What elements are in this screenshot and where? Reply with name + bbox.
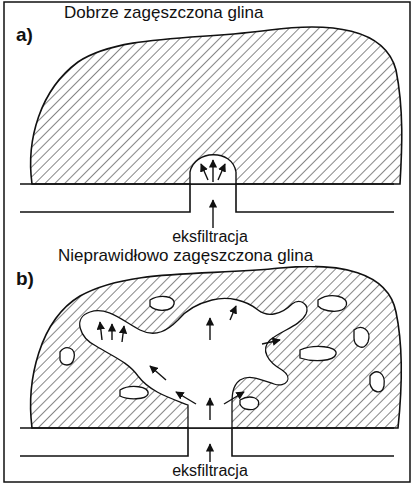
pipe-left — [20, 428, 188, 456]
pipe-left — [20, 184, 190, 212]
flow-arrows — [100, 306, 280, 470]
flow-label: eksfiltracja — [170, 462, 250, 480]
pipe-right — [236, 184, 394, 212]
flow-arrows — [201, 160, 225, 228]
panel-b — [20, 266, 402, 470]
pipe-right — [232, 428, 394, 456]
panel-a — [20, 27, 402, 228]
panel-letter: b) — [14, 268, 36, 290]
panel-letter: a) — [14, 24, 35, 46]
clay-mound — [31, 266, 402, 428]
clay-mound — [31, 27, 402, 184]
frame — [4, 2, 410, 482]
cracks-voids — [60, 296, 384, 428]
seepage-cavity — [190, 155, 236, 184]
panel-title: Nieprawidłowo zagęszczona glina — [56, 246, 315, 266]
panel-title: Dobrze zagęszczona glina — [62, 3, 265, 23]
flow-label: eksfiltracja — [170, 228, 250, 246]
